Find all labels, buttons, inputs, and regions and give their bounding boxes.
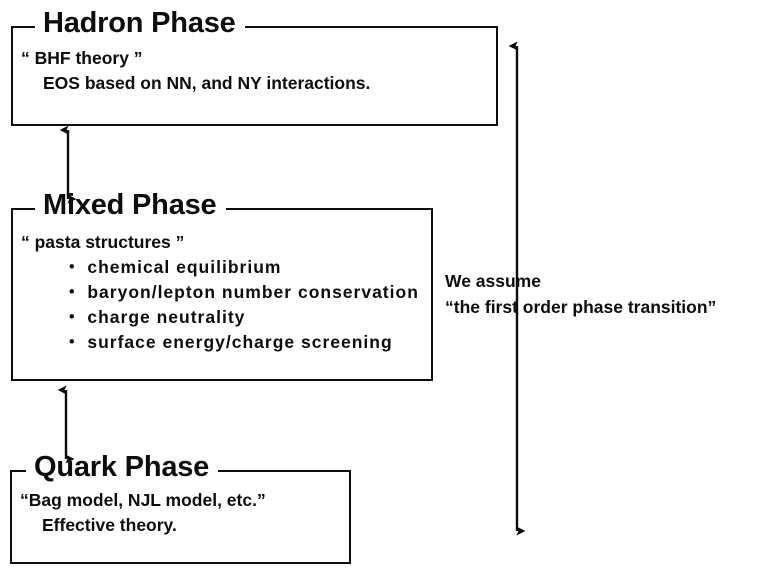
quark-line-1: “Bag model, NJL model, etc.” [20, 490, 266, 510]
phase-box-quark: Quark Phase “Bag model, NJL model, etc.”… [10, 450, 351, 564]
mixed-bullet-4: ・ surface energy/charge screening [63, 332, 393, 352]
hadron-line-2: EOS based on NN, and NY interactions. [43, 73, 371, 93]
phase-box-hadron: Hadron Phase “ BHF theory ” EOS based on… [11, 6, 498, 126]
phase-title-hadron: Hadron Phase [35, 6, 245, 40]
quark-line-2: Effective theory. [42, 515, 177, 535]
mixed-bullet-1: ・ chemical equilibrium [63, 257, 282, 277]
mixed-bullet-2: ・ baryon/lepton number conservation [63, 282, 419, 302]
assumption-note-line-1: We assume [445, 271, 541, 291]
mixed-bullet-3: ・ charge neutrality [63, 307, 246, 327]
assumption-note: We assume “the first order phase transit… [443, 266, 721, 322]
hadron-line-1: “ BHF theory ” [21, 48, 143, 68]
phase-title-quark: Quark Phase [26, 450, 219, 484]
mixed-line-1: “ pasta structures ” [21, 232, 185, 252]
assumption-note-line-2: “the first order phase transition” [445, 297, 717, 317]
phase-body-quark: “Bag model, NJL model, etc.” Effective t… [20, 488, 343, 538]
phase-body-mixed: “ pasta structures ” ・ chemical equilibr… [21, 230, 425, 355]
phase-body-hadron: “ BHF theory ” EOS based on NN, and NY i… [21, 46, 490, 96]
phase-box-mixed: Mixed Phase “ pasta structures ” ・ chemi… [11, 188, 433, 381]
phase-title-mixed: Mixed Phase [35, 188, 226, 222]
